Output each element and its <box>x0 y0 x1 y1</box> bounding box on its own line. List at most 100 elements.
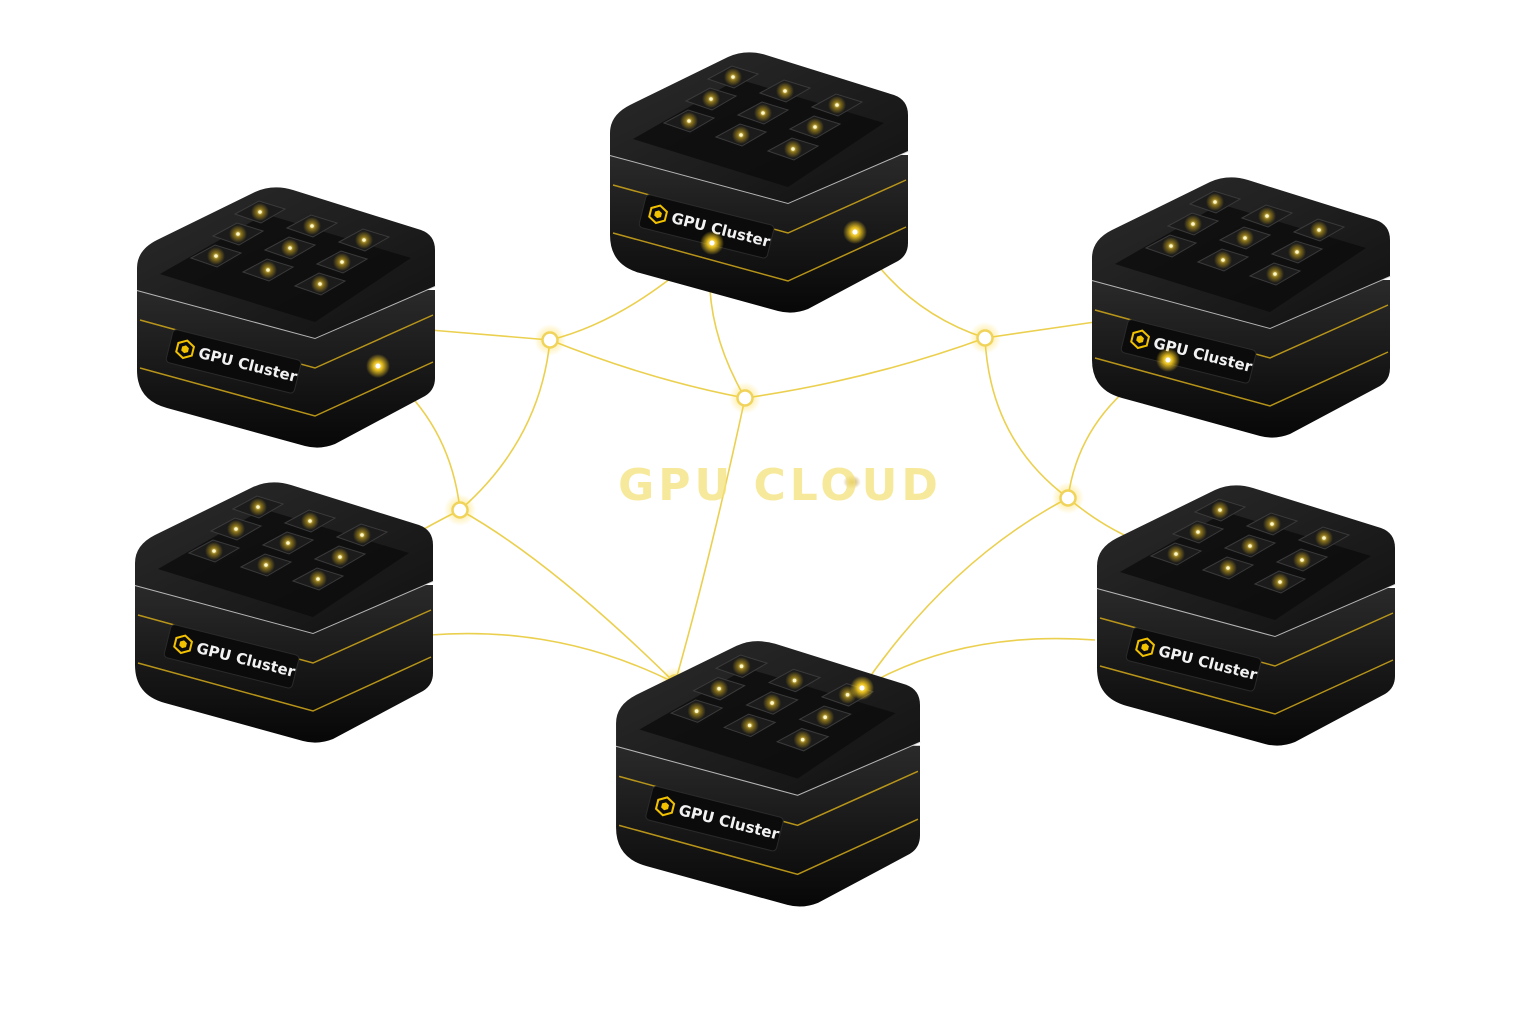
chip-light <box>845 692 850 697</box>
chip-light <box>761 111 765 115</box>
junction-node <box>541 331 559 349</box>
gpu-chip <box>1253 570 1307 594</box>
chip-light <box>214 254 218 258</box>
node-cluster-top: GPU Cluster <box>609 52 909 313</box>
gpu-chip <box>315 250 369 274</box>
link <box>984 337 1069 499</box>
gpu-chip <box>1193 498 1247 522</box>
gpu-chip <box>1240 204 1294 228</box>
gpu-chip <box>1188 190 1242 214</box>
gpu-chip <box>263 236 317 260</box>
chip-light <box>1265 214 1269 218</box>
chip-light <box>1273 272 1277 276</box>
gpu-chip <box>758 79 812 103</box>
chip-light <box>739 664 744 669</box>
chip-light <box>739 133 743 137</box>
chip-light <box>264 563 268 567</box>
gpu-chip <box>1275 548 1329 572</box>
chip-light <box>1196 530 1200 534</box>
chip-light <box>1169 244 1173 248</box>
chip-light <box>362 238 366 242</box>
chip-light <box>1278 580 1282 584</box>
gpu-chip <box>187 539 241 563</box>
link <box>744 337 986 399</box>
gpu-chip <box>684 87 738 111</box>
label-plate-bg <box>165 329 302 394</box>
chip-light <box>1322 536 1326 540</box>
port-light <box>859 685 865 691</box>
gpu-chip <box>798 705 852 730</box>
link <box>861 497 1069 689</box>
chip-light <box>1300 558 1304 562</box>
chip-light <box>1295 250 1299 254</box>
chip-light <box>783 89 787 93</box>
chip-light <box>1317 228 1321 232</box>
link <box>429 329 551 341</box>
gpu-chip <box>313 545 367 569</box>
chip-light <box>1226 566 1230 570</box>
chip-light <box>717 686 721 691</box>
chip-light <box>360 533 364 537</box>
gpu-chip <box>189 244 243 268</box>
port-light <box>852 229 858 235</box>
port-light <box>375 363 381 369</box>
gpu-chip <box>211 222 265 246</box>
gpu-chip <box>335 523 389 547</box>
label-plate-bg <box>645 785 784 852</box>
gpu-chip <box>1201 556 1255 580</box>
gpu-chip <box>1270 240 1324 264</box>
chip-light <box>835 103 839 107</box>
device-trim <box>618 818 919 876</box>
gpu-chip <box>692 676 746 701</box>
gpu-chip <box>209 517 263 541</box>
port-glows <box>366 220 1180 700</box>
gpu-chip <box>283 509 337 533</box>
port-light <box>1165 357 1171 363</box>
gpu-chip <box>767 668 822 693</box>
label-plate-bg <box>1125 627 1262 692</box>
label-plate-bg <box>1120 319 1257 384</box>
chip-light <box>813 125 817 129</box>
gpu-chip <box>775 727 830 752</box>
link <box>429 632 676 684</box>
chip-light <box>1191 222 1195 226</box>
hexagon-icon <box>175 339 196 360</box>
chip-light <box>258 210 262 214</box>
link <box>459 509 676 684</box>
chip-light <box>316 577 320 581</box>
link <box>674 397 746 684</box>
device-trim <box>612 226 907 282</box>
gpu-chip <box>1171 520 1225 544</box>
node-cluster-upper-right: GPU Cluster <box>1091 177 1391 438</box>
device-trim <box>139 361 434 417</box>
hexagon-icon <box>1135 637 1156 658</box>
link <box>984 321 1096 339</box>
junction-node <box>451 501 469 519</box>
hexagon-icon <box>648 204 669 225</box>
chip-light <box>687 119 691 123</box>
gpu-chip <box>1223 534 1277 558</box>
junction-node <box>976 329 994 347</box>
gpu-chip <box>1248 262 1302 286</box>
chip-light <box>800 737 805 742</box>
label-plate-bg <box>163 624 300 689</box>
gpu-chip <box>1218 226 1272 250</box>
port-light <box>709 240 715 246</box>
gpu-chip <box>788 115 842 139</box>
hexagon-icon <box>173 634 194 655</box>
chip-light <box>770 701 774 705</box>
gpu-chip <box>662 109 716 133</box>
chip-light <box>1213 200 1217 204</box>
center-glow <box>843 475 861 489</box>
gpu-chip <box>714 123 768 147</box>
gpu-chip <box>233 200 287 224</box>
chip-light <box>694 709 699 713</box>
gpu-chip <box>231 495 285 519</box>
chip-light <box>234 527 238 531</box>
gpu-chip <box>1149 542 1203 566</box>
link <box>861 637 1096 689</box>
gpu-chip <box>766 137 820 161</box>
gpu-chip <box>706 65 760 89</box>
